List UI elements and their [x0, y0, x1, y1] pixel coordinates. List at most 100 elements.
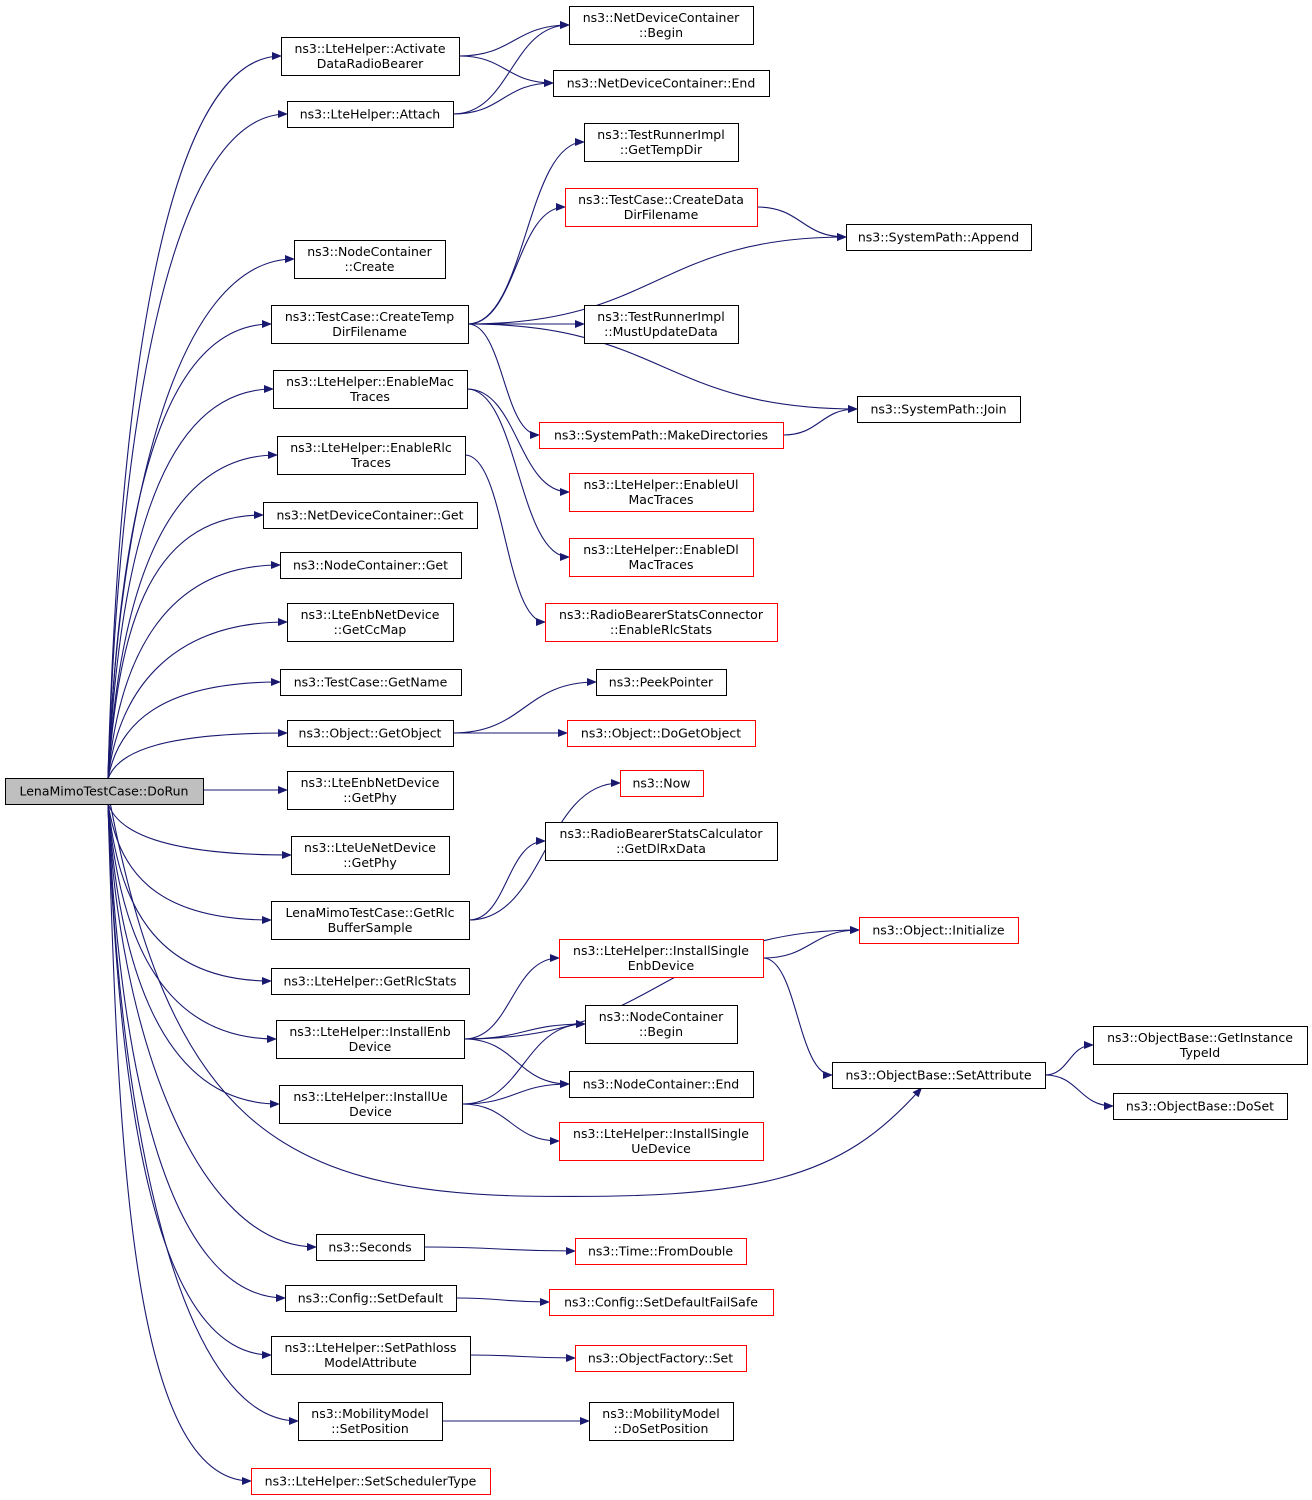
- node-label: ::DoSetPosition: [614, 1421, 709, 1436]
- node-box: [620, 770, 704, 797]
- node-label: ns3::LteHelper::InstallSingle: [573, 943, 749, 958]
- node-label: MacTraces: [629, 557, 694, 572]
- node-label: ns3::SystemPath::MakeDirectories: [554, 428, 768, 443]
- graph-node[interactable]: ns3::NodeContainer::Create: [294, 240, 446, 279]
- node-label: EnbDevice: [628, 958, 695, 973]
- node-box: [584, 123, 739, 162]
- call-edge: [107, 385, 274, 780]
- graph-node[interactable]: ns3::NodeContainer::End: [569, 1071, 754, 1098]
- node-box: [832, 1062, 1046, 1089]
- node-label: ns3::RadioBearerStatsConnector: [559, 607, 764, 622]
- graph-node[interactable]: ns3::LteHelper::SetPathlossModelAttribut…: [271, 1336, 471, 1375]
- node-box: [569, 1071, 754, 1098]
- call-edge: [107, 802, 272, 1359]
- call-edge: [107, 790, 923, 1198]
- graph-node[interactable]: ns3::SystemPath::Join: [857, 396, 1021, 423]
- graph-node[interactable]: ns3::TestRunnerImpl::GetTempDir: [584, 123, 739, 162]
- graph-node[interactable]: ns3::ObjectBase::SetAttribute: [832, 1062, 1046, 1089]
- call-edge: [762, 926, 860, 959]
- graph-node[interactable]: ns3::LteEnbNetDevice::GetPhy: [287, 771, 454, 810]
- node-label: ns3::LteHelper::EnableUl: [583, 477, 738, 492]
- graph-node[interactable]: ns3::RadioBearerStatsCalculator::GetDlRx…: [545, 822, 778, 861]
- graph-node[interactable]: ns3::SystemPath::MakeDirectories: [539, 422, 784, 449]
- node-label: BufferSample: [328, 920, 413, 935]
- call-edge: [107, 802, 292, 859]
- node-label: Traces: [349, 389, 390, 404]
- node-label: ns3::NodeContainer: [307, 244, 432, 259]
- node-box: [567, 720, 756, 747]
- graph-node[interactable]: ns3::NetDeviceContainer::Begin: [569, 6, 754, 45]
- node-box: [294, 240, 446, 279]
- call-edge: [466, 388, 570, 496]
- call-edge: [467, 233, 847, 325]
- node-box: [559, 1122, 764, 1161]
- node-box: [569, 6, 754, 45]
- graph-node[interactable]: ns3::NetDeviceContainer::End: [553, 70, 770, 97]
- graph-node[interactable]: LenaMimoTestCase::DoRun: [5, 778, 204, 805]
- node-label: ns3::MobilityModel: [311, 1406, 428, 1421]
- graph-node[interactable]: ns3::LteHelper::SetSchedulerType: [251, 1468, 491, 1495]
- graph-node[interactable]: ns3::TestCase::GetName: [280, 669, 462, 696]
- node-label: TypeId: [1179, 1045, 1220, 1060]
- graph-node[interactable]: ns3::Config::SetDefault: [285, 1285, 457, 1312]
- graph-node[interactable]: ns3::LteHelper::GetRlcStats: [271, 968, 470, 995]
- node-label: ns3::Object::GetObject: [299, 726, 442, 741]
- graph-node[interactable]: ns3::Seconds: [316, 1234, 425, 1261]
- graph-node[interactable]: ns3::NetDeviceContainer::Get: [263, 502, 478, 529]
- node-label: ns3::NodeContainer::Get: [293, 558, 448, 573]
- graph-node[interactable]: ns3::LteUeNetDevice::GetPhy: [291, 836, 450, 875]
- node-box: [575, 1345, 747, 1372]
- graph-node[interactable]: ns3::TestRunnerImpl::MustUpdateData: [584, 305, 739, 344]
- node-label: ::GetPhy: [343, 855, 397, 870]
- graph-node[interactable]: ns3::MobilityModel::DoSetPosition: [589, 1402, 734, 1441]
- graph-node[interactable]: ns3::ObjectBase::DoSet: [1113, 1093, 1288, 1120]
- node-box: [271, 968, 470, 995]
- graph-node[interactable]: ns3::Object::DoGetObject: [567, 720, 756, 747]
- node-label: Device: [349, 1039, 392, 1054]
- node-label: MacTraces: [629, 492, 694, 507]
- graph-node[interactable]: ns3::Config::SetDefaultFailSafe: [549, 1289, 774, 1316]
- graph-node[interactable]: ns3::PeekPointer: [596, 669, 727, 696]
- graph-node[interactable]: ns3::Time::FromDouble: [575, 1238, 747, 1265]
- graph-node[interactable]: ns3::Object::Initialize: [859, 917, 1019, 944]
- graph-node[interactable]: ns3::MobilityModel::SetPosition: [298, 1402, 443, 1441]
- graph-node[interactable]: ns3::NodeContainer::Get: [280, 552, 462, 579]
- graph-node[interactable]: ns3::Now: [620, 770, 704, 797]
- graph-node[interactable]: ns3::SystemPath::Append: [846, 224, 1032, 251]
- node-box: [1093, 1026, 1308, 1065]
- node-label: ns3::RadioBearerStatsCalculator: [560, 826, 764, 841]
- graph-node[interactable]: ns3::RadioBearerStatsConnector::EnableRl…: [545, 603, 778, 642]
- node-label: ::GetCcMap: [334, 622, 407, 637]
- node-label: ns3::TestCase::CreateData: [578, 192, 744, 207]
- node-label: ns3::TestCase::GetName: [294, 675, 448, 690]
- graph-node[interactable]: ns3::LteEnbNetDevice::GetCcMap: [287, 603, 454, 642]
- call-edge: [107, 618, 288, 780]
- graph-node[interactable]: ns3::NodeContainer::Begin: [585, 1005, 738, 1044]
- node-label: ::Create: [345, 259, 395, 274]
- node-label: ns3::TestRunnerImpl: [597, 127, 724, 142]
- node-box: [553, 70, 770, 97]
- node-label: ns3::NetDeviceContainer: [583, 10, 740, 25]
- node-label: LenaMimoTestCase::GetRlc: [285, 905, 454, 920]
- node-label: UeDevice: [631, 1141, 691, 1156]
- graph-node[interactable]: ns3::Object::GetObject: [287, 720, 454, 747]
- graph-node[interactable]: ns3::ObjectFactory::Set: [575, 1345, 747, 1372]
- node-label: ns3::Object::DoGetObject: [581, 726, 741, 741]
- node-box: [263, 502, 478, 529]
- graph-node[interactable]: ns3::LteHelper::Attach: [287, 101, 454, 128]
- node-label: ns3::NodeContainer: [599, 1009, 724, 1024]
- call-edge: [463, 926, 860, 1040]
